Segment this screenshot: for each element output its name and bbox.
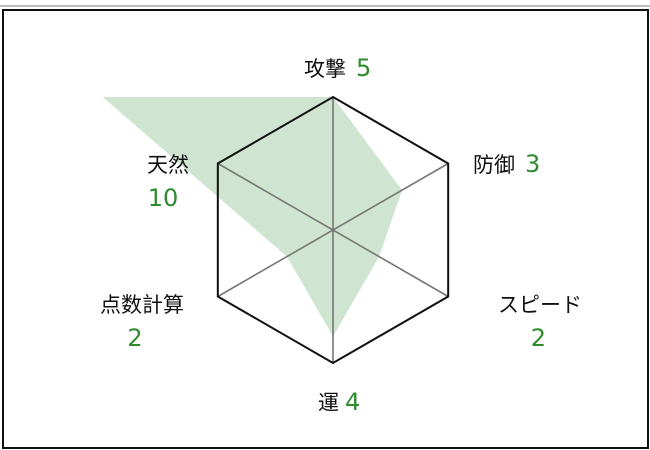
axis-label-luck: 運 4 [318, 388, 360, 416]
axis-value: 10 [147, 184, 179, 212]
axis-name: 防御 [473, 153, 515, 177]
axis-name: 天然 [147, 153, 189, 177]
axis-label-score-calc: 点数計算 2 [86, 292, 198, 352]
axis-value: 3 [525, 150, 541, 178]
axis-value: 5 [356, 54, 372, 82]
axis-label-defense: 防御 3 [473, 150, 540, 178]
outer-hexagon [216, 95, 450, 365]
axis-name: 攻撃 [304, 57, 346, 81]
axis-name: 運 [318, 391, 339, 415]
axis-name: 点数計算 [100, 293, 184, 317]
axis-value: 4 [345, 388, 361, 416]
spoke-line [217, 162, 449, 298]
axis-name: スピード [498, 293, 582, 317]
axis-label-attack: 攻撃 5 [304, 54, 371, 82]
top-rule [0, 5, 650, 7]
axis-label-natural: 天然 10 [138, 152, 198, 212]
spokes [217, 97, 449, 363]
axis-label-speed: スピード 2 [470, 292, 582, 352]
axis-value: 2 [127, 324, 143, 352]
data-polygon [102, 97, 403, 337]
axis-value: 2 [530, 324, 546, 352]
